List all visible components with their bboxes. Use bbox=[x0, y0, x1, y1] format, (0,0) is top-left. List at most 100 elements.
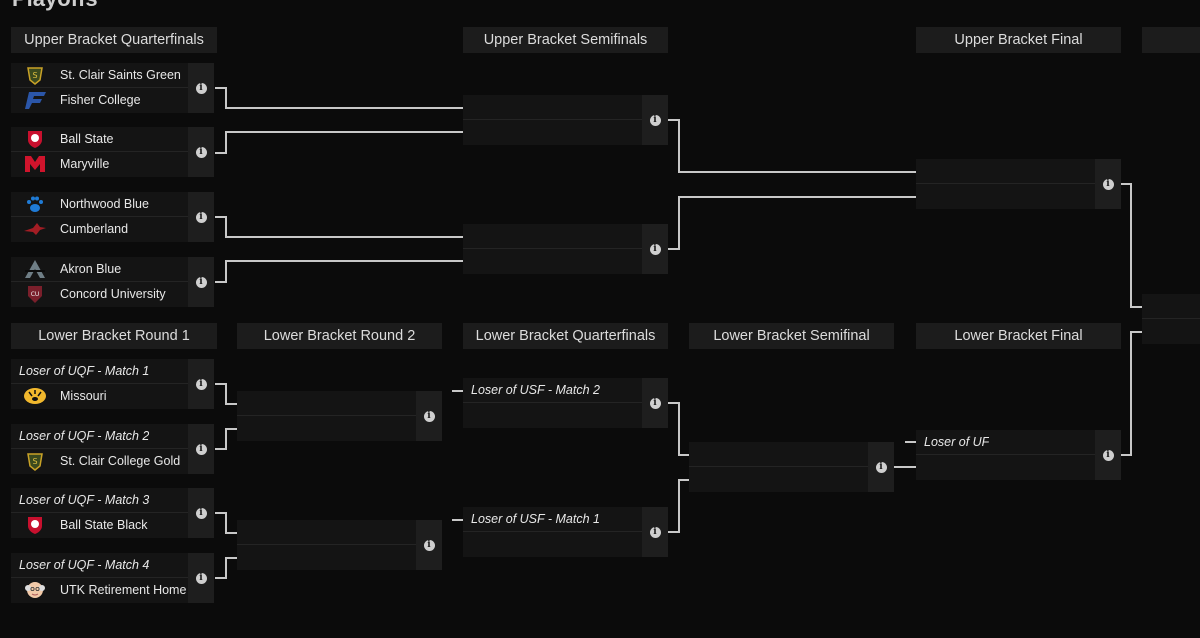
match-info-button[interactable]: i bbox=[188, 63, 214, 113]
team-slot[interactable] bbox=[689, 442, 868, 467]
team-slot[interactable]: Ball State Black bbox=[11, 513, 188, 537]
lower-r1-match-4[interactable]: Loser of UQF - Match 4 UTK Retirement Ho… bbox=[11, 553, 214, 603]
team-slot[interactable] bbox=[463, 249, 642, 273]
match-info-button[interactable]: i bbox=[868, 442, 894, 492]
cardinal-shield-logo-icon bbox=[23, 129, 47, 149]
tiger-logo-icon bbox=[23, 386, 47, 406]
svg-text:CU: CU bbox=[31, 291, 40, 298]
team-slot[interactable]: Maryville bbox=[11, 152, 188, 176]
lower-r1-match-1[interactable]: Loser of UQF - Match 1 Missouri i bbox=[11, 359, 214, 409]
team-name: UTK Retirement Home bbox=[60, 583, 187, 597]
team-name: Akron Blue bbox=[60, 262, 122, 276]
team-slot[interactable] bbox=[463, 120, 642, 144]
team-slot[interactable]: S St. Clair College Gold bbox=[11, 449, 188, 473]
match-info-button[interactable]: i bbox=[416, 391, 442, 441]
team-name: Concord University bbox=[60, 287, 166, 301]
upper-qf-match-1[interactable]: S St. Clair Saints Green Fisher College … bbox=[11, 63, 214, 113]
info-icon: i bbox=[1102, 449, 1114, 461]
lower-r1-match-3[interactable]: Loser of UQF - Match 3 Ball State Black … bbox=[11, 488, 214, 538]
team-slot[interactable]: CU Concord University bbox=[11, 282, 188, 306]
lower-r2-match-2[interactable]: i bbox=[237, 520, 442, 570]
header-upper-quarterfinals: Upper Bracket Quarterfinals bbox=[11, 27, 217, 53]
team-slot[interactable]: Akron Blue bbox=[11, 257, 188, 282]
team-slot[interactable] bbox=[916, 455, 1095, 479]
team-slot[interactable]: S St. Clair Saints Green bbox=[11, 63, 188, 88]
info-icon: i bbox=[649, 526, 661, 538]
placeholder-slot[interactable]: Loser of UQF - Match 4 bbox=[11, 553, 188, 578]
team-slot[interactable] bbox=[1142, 319, 1200, 343]
info-icon: i bbox=[649, 243, 661, 255]
team-name: Missouri bbox=[60, 389, 107, 403]
team-slot[interactable]: Missouri bbox=[11, 384, 188, 408]
info-icon: i bbox=[1102, 178, 1114, 190]
placeholder-slot[interactable]: Loser of USF - Match 2 bbox=[463, 378, 642, 403]
grand-final-match[interactable] bbox=[1142, 294, 1200, 344]
match-info-button[interactable]: i bbox=[188, 359, 214, 409]
team-name: Maryville bbox=[60, 157, 110, 171]
upper-sf-match-1[interactable]: i bbox=[463, 95, 668, 145]
placeholder-label: Loser of USF - Match 2 bbox=[471, 383, 600, 397]
team-slot[interactable] bbox=[463, 95, 642, 120]
team-name: St. Clair College Gold bbox=[60, 454, 181, 468]
info-icon: i bbox=[649, 114, 661, 126]
match-info-button[interactable]: i bbox=[188, 488, 214, 538]
info-icon: i bbox=[195, 507, 207, 519]
header-lower-final: Lower Bracket Final bbox=[916, 323, 1121, 349]
team-slot[interactable]: Cumberland bbox=[11, 217, 188, 241]
team-slot[interactable] bbox=[1142, 294, 1200, 319]
bird-logo-icon bbox=[23, 219, 47, 239]
lower-final-match[interactable]: Loser of UF i bbox=[916, 430, 1121, 480]
team-slot[interactable] bbox=[237, 391, 416, 416]
info-icon: i bbox=[195, 146, 207, 158]
match-info-button[interactable]: i bbox=[1095, 159, 1121, 209]
lower-qf-match-1[interactable]: Loser of USF - Match 2 i bbox=[463, 378, 668, 428]
upper-qf-match-4[interactable]: Akron Blue CU Concord University i bbox=[11, 257, 214, 307]
placeholder-label: Loser of USF - Match 1 bbox=[471, 512, 600, 526]
placeholder-label: Loser of UQF - Match 3 bbox=[19, 493, 150, 507]
placeholder-slot[interactable]: Loser of UF bbox=[916, 430, 1095, 455]
team-slot[interactable] bbox=[463, 224, 642, 249]
match-info-button[interactable]: i bbox=[416, 520, 442, 570]
placeholder-slot[interactable]: Loser of UQF - Match 1 bbox=[11, 359, 188, 384]
header-lower-semifinal: Lower Bracket Semifinal bbox=[689, 323, 894, 349]
team-slot[interactable] bbox=[463, 532, 642, 556]
team-slot[interactable] bbox=[237, 520, 416, 545]
match-info-button[interactable]: i bbox=[188, 424, 214, 474]
info-icon: i bbox=[195, 276, 207, 288]
team-slot[interactable]: Fisher College bbox=[11, 88, 188, 112]
upper-sf-match-2[interactable]: i bbox=[463, 224, 668, 274]
upper-qf-match-2[interactable]: Ball State Maryville i bbox=[11, 127, 214, 177]
match-info-button[interactable]: i bbox=[188, 553, 214, 603]
team-slot[interactable]: Northwood Blue bbox=[11, 192, 188, 217]
team-slot[interactable] bbox=[237, 545, 416, 569]
match-info-button[interactable]: i bbox=[642, 507, 668, 557]
team-slot[interactable]: Ball State bbox=[11, 127, 188, 152]
paw-logo-icon bbox=[23, 194, 47, 214]
lower-r2-match-1[interactable]: i bbox=[237, 391, 442, 441]
upper-final-match[interactable]: i bbox=[916, 159, 1121, 209]
placeholder-slot[interactable]: Loser of UQF - Match 2 bbox=[11, 424, 188, 449]
match-info-button[interactable]: i bbox=[188, 192, 214, 242]
match-info-button[interactable]: i bbox=[642, 378, 668, 428]
lower-sf-match[interactable]: i bbox=[689, 442, 894, 492]
team-slot[interactable] bbox=[916, 159, 1095, 184]
team-slot[interactable] bbox=[916, 184, 1095, 208]
team-slot[interactable] bbox=[689, 467, 868, 491]
lower-qf-match-2[interactable]: Loser of USF - Match 1 i bbox=[463, 507, 668, 557]
match-info-button[interactable]: i bbox=[1095, 430, 1121, 480]
svg-text:S: S bbox=[32, 457, 37, 466]
match-info-button[interactable]: i bbox=[188, 257, 214, 307]
match-info-button[interactable]: i bbox=[188, 127, 214, 177]
match-info-button[interactable]: i bbox=[642, 224, 668, 274]
upper-qf-match-3[interactable]: Northwood Blue Cumberland i bbox=[11, 192, 214, 242]
info-icon: i bbox=[423, 539, 435, 551]
page-title: Playoffs bbox=[12, 0, 98, 12]
placeholder-slot[interactable]: Loser of USF - Match 1 bbox=[463, 507, 642, 532]
team-slot[interactable]: UTK Retirement Home bbox=[11, 578, 188, 602]
team-slot[interactable] bbox=[463, 403, 642, 427]
placeholder-slot[interactable]: Loser of UQF - Match 3 bbox=[11, 488, 188, 513]
team-name: Fisher College bbox=[60, 93, 141, 107]
lower-r1-match-2[interactable]: Loser of UQF - Match 2 S St. Clair Colle… bbox=[11, 424, 214, 474]
match-info-button[interactable]: i bbox=[642, 95, 668, 145]
team-slot[interactable] bbox=[237, 416, 416, 440]
